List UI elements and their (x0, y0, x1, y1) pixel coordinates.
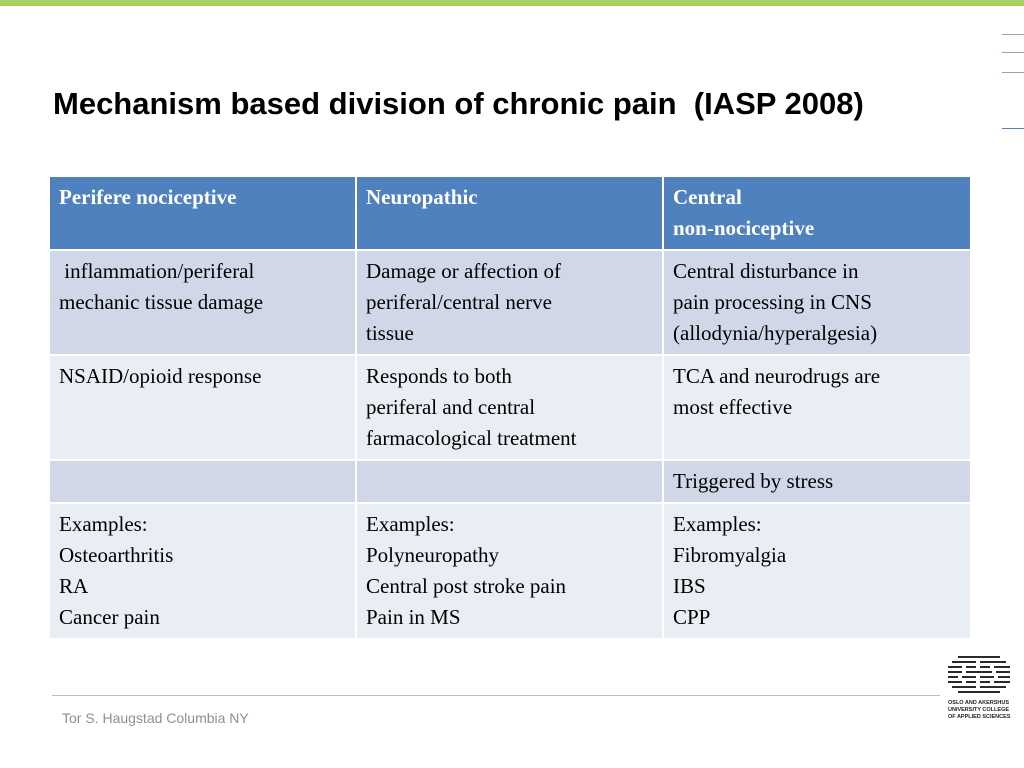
cell-line: periferal and central (366, 395, 536, 419)
cell-line: IBS (673, 574, 706, 598)
institution-name-line: UNIVERSITY COLLEGE (948, 707, 1010, 713)
cell-line: Examples: (366, 512, 455, 536)
table-cell: Responds to both periferal and central far… (355, 354, 664, 461)
cell-line: Damage or affection of (366, 259, 561, 283)
cell-line: Fibromyalgia (673, 543, 787, 567)
cell-line: most effective (673, 395, 793, 419)
cell-line: non-nociceptive (673, 216, 815, 240)
cell-line: periferal/central nerve (366, 290, 552, 314)
decorative-corner-lines (1000, 34, 1024, 134)
institution-logo: OSLO AND AKERSHUS UNIVERSITY COLLEGE OF … (948, 656, 1014, 721)
cell-line: farmacological treatment (366, 426, 577, 450)
table-cell: inflammation/periferal mechanic tissue da… (48, 249, 357, 356)
cell-line: Central disturbance in (673, 259, 859, 283)
cell-line: CPP (673, 605, 711, 629)
cell-line: NSAID/opioid response (59, 364, 262, 388)
cell-line: Cancer pain (59, 605, 160, 629)
cell-line: Perifere nociceptive (59, 185, 237, 209)
table-cell: Damage or affection of periferal/central … (355, 249, 664, 356)
cell-line: Responds to both (366, 364, 512, 388)
table-cell: TCA and neurodrugs are most effective (662, 354, 972, 461)
cell-line: Examples: (673, 512, 762, 536)
institution-name-line: OSLO AND AKERSHUS (948, 700, 1010, 706)
footer-divider (52, 695, 940, 696)
table-cell: NSAID/opioid response (48, 354, 357, 461)
table-cell: Triggered by stress (662, 459, 972, 504)
table-cell (355, 459, 664, 504)
cell-line: Neuropathic (366, 185, 478, 209)
table-cell: Central disturbance in pain processing in… (662, 249, 972, 356)
cell-line: inflammation/periferal (59, 259, 255, 283)
table-row: Triggered by stress (48, 459, 972, 504)
institution-logo-icon (948, 656, 1010, 693)
table-cell (48, 459, 357, 504)
cell-line: Central post stroke pain (366, 574, 567, 598)
cell-line: Pain in MS (366, 605, 461, 629)
cell-line: Polyneuropathy (366, 543, 499, 567)
slide-title: Mechanism based division of chronic pain… (53, 86, 864, 121)
cell-line: pain processing in CNS (673, 290, 872, 314)
table-row: inflammation/periferal mechanic tissue da… (48, 249, 972, 356)
cell-line: RA (59, 574, 89, 598)
header-cell: Central non-nociceptive (662, 175, 972, 251)
cell-line: Examples: (59, 512, 148, 536)
pain-mechanism-table: Perifere nociceptive Neuropathic Central… (48, 175, 972, 640)
cell-line: (allodynia/hyperalgesia) (673, 321, 878, 345)
cell-line: TCA and neurodrugs are (673, 364, 881, 388)
header-cell: Neuropathic (355, 175, 664, 251)
cell-line: Osteoarthritis (59, 543, 174, 567)
table-row: NSAID/opioid response Responds to both pe… (48, 354, 972, 461)
header-cell: Perifere nociceptive (48, 175, 357, 251)
cell-line: Triggered by stress (673, 469, 834, 493)
footer-author: Tor S. Haugstad Columbia NY (62, 710, 249, 726)
institution-name-line: OF APPLIED SCIENCES (948, 714, 1011, 720)
cell-line: Central (673, 185, 742, 209)
institution-name: OSLO AND AKERSHUS UNIVERSITY COLLEGE OF … (948, 700, 1014, 721)
accent-bar (0, 0, 1024, 6)
table-header-row: Perifere nociceptive Neuropathic Central… (48, 175, 972, 251)
cell-line: mechanic tissue damage (59, 290, 264, 314)
cell-line: tissue (366, 321, 414, 345)
